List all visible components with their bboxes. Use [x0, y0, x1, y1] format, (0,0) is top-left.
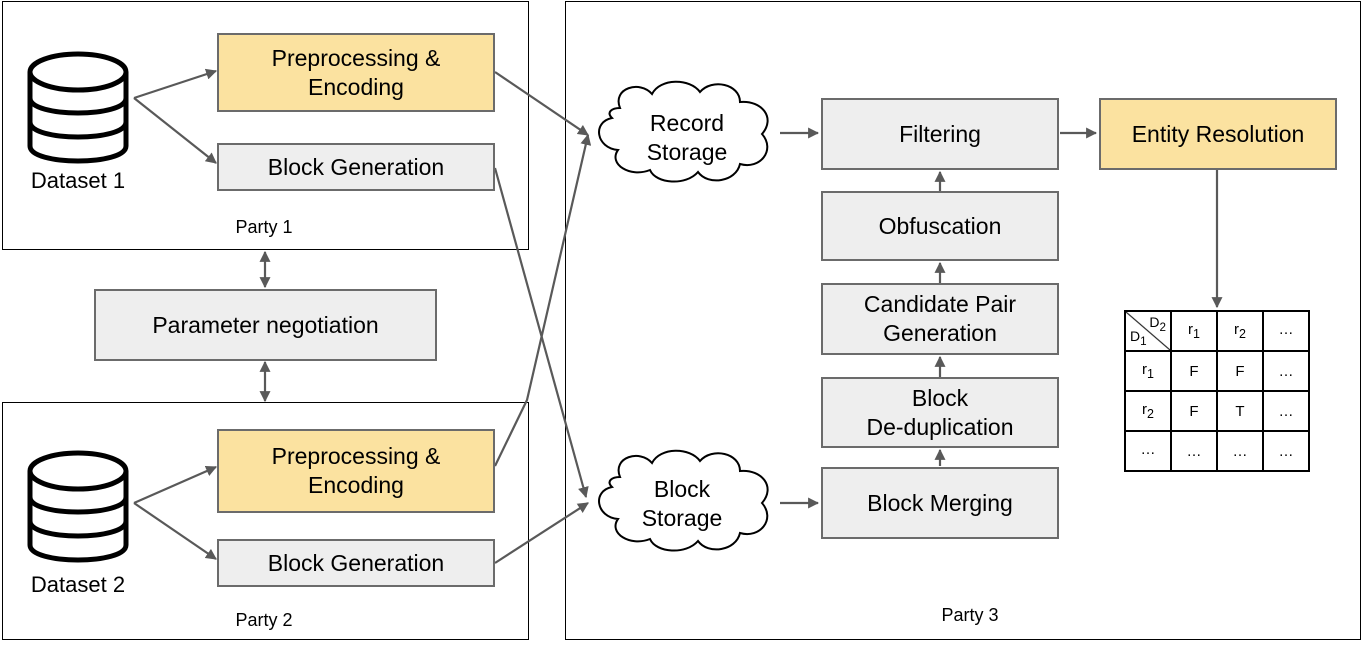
- candidate-pair-generation-box: Candidate Pair Generation: [821, 283, 1059, 355]
- preprocessing-encoding-box-party2: Preprocessing & Encoding: [217, 429, 495, 513]
- block-merging-box: Block Merging: [821, 467, 1059, 539]
- matrix-row: r2 F T …: [1124, 390, 1310, 432]
- database2-icon: [27, 450, 129, 563]
- matrix-col-header: r2: [1216, 310, 1264, 352]
- matrix-row-header: …: [1124, 430, 1172, 472]
- party3-label: Party 3: [941, 605, 999, 625]
- matrix-cell: F: [1170, 390, 1218, 432]
- matrix-cell: F: [1170, 350, 1218, 392]
- matrix-cell: …: [1262, 350, 1310, 392]
- matrix-col-header: …: [1262, 310, 1310, 352]
- matrix-col-header: r1: [1170, 310, 1218, 352]
- matrix-cell: …: [1216, 430, 1264, 472]
- block-generation-box-party1: Block Generation: [217, 143, 495, 191]
- block-generation-box-party2: Block Generation: [217, 539, 495, 587]
- entity-resolution-box: Entity Resolution: [1099, 98, 1337, 170]
- arrow-preprocess2-to-record-storage: [494, 133, 592, 467]
- block-storage-label: Block Storage: [641, 476, 723, 531]
- matrix-row: r1 F F …: [1124, 350, 1310, 392]
- matrix-corner-cell: D2 D1: [1124, 310, 1172, 352]
- matrix-cell: …: [1262, 390, 1310, 432]
- matrix-corner-dataset2: D2: [1149, 314, 1166, 334]
- party2-label: Party 2: [235, 610, 293, 630]
- arrow-dataset1-to-blockgen1: [133, 97, 217, 164]
- match-matrix: D2 D1 r1 r2 … r1 F F … r2 F T … … … … …: [1124, 310, 1310, 472]
- arrow-blockgen2-to-block-storage: [494, 502, 589, 564]
- arrow-blockgen1-to-block-storage: [493, 167, 589, 499]
- arrow-dataset2-to-blockgen2: [133, 502, 217, 560]
- database1-icon: [27, 51, 129, 164]
- parameter-negotiation-box: Parameter negotiation: [94, 289, 437, 361]
- block-deduplication-box: Block De-duplication: [821, 377, 1059, 448]
- dataset2-label: Dataset 2: [30, 572, 126, 597]
- arrow-dataset2-to-preprocess2: [133, 465, 218, 505]
- matrix-cell: F: [1216, 350, 1264, 392]
- matrix-cell: …: [1170, 430, 1218, 472]
- dataset1-label: Dataset 1: [30, 168, 126, 193]
- filtering-box: Filtering: [821, 98, 1059, 170]
- record-storage-label: Record Storage: [646, 110, 728, 165]
- matrix-row: … … … …: [1124, 430, 1310, 472]
- matrix-header-row: D2 D1 r1 r2 …: [1124, 310, 1310, 352]
- matrix-cell: …: [1262, 430, 1310, 472]
- matrix-row-header: r2: [1124, 390, 1172, 432]
- arrow-preprocess1-to-record-storage: [494, 71, 589, 136]
- matrix-cell: T: [1216, 390, 1264, 432]
- party1-label: Party 1: [235, 217, 293, 237]
- arrow-dataset1-to-preprocess1: [133, 68, 218, 100]
- obfuscation-box: Obfuscation: [821, 191, 1059, 261]
- preprocessing-encoding-box-party1: Preprocessing & Encoding: [217, 33, 495, 112]
- matrix-row-header: r1: [1124, 350, 1172, 392]
- block-storage-cloud-icon: [598, 449, 769, 552]
- record-storage-cloud-icon: [598, 80, 769, 183]
- matrix-corner-dataset1: D1: [1130, 328, 1147, 348]
